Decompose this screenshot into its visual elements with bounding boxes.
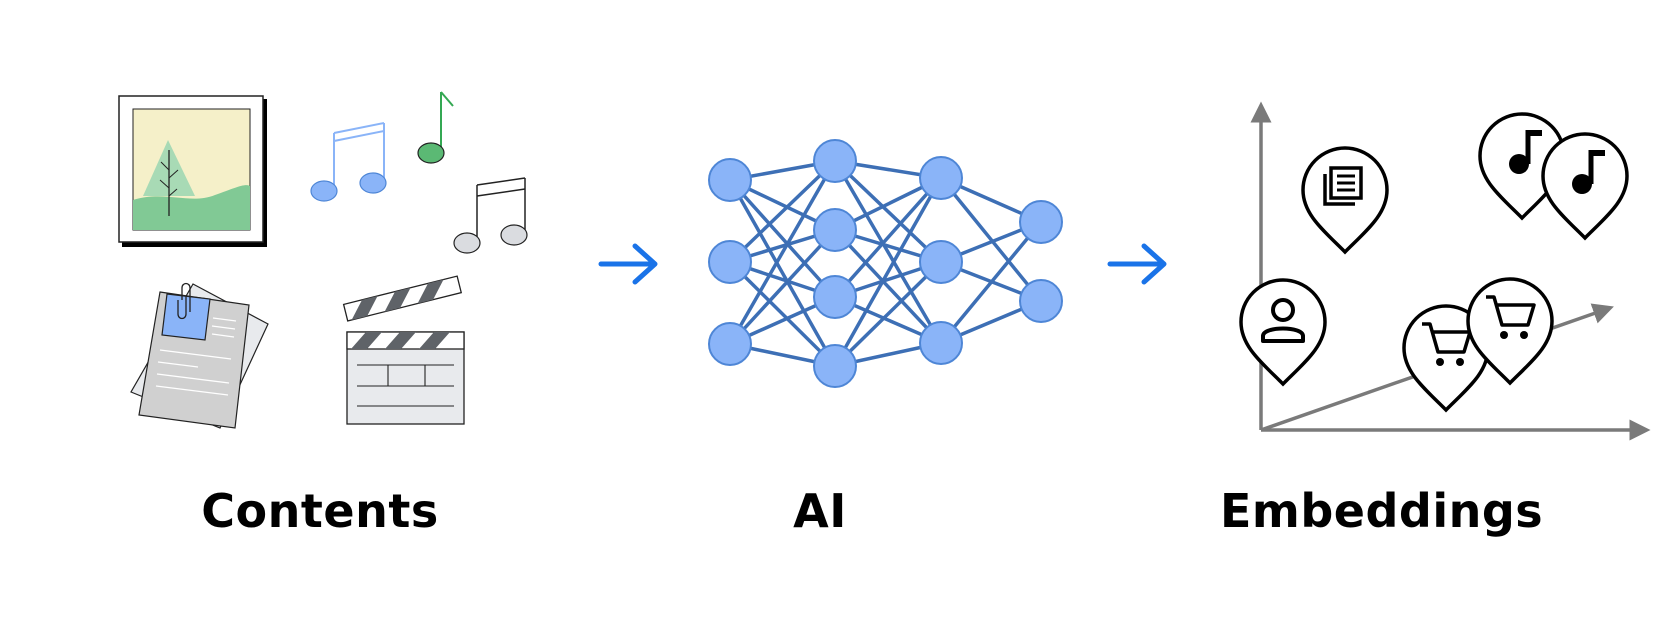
network-edge	[728, 178, 837, 299]
network-edge	[728, 160, 837, 345]
arrow-right-icon	[598, 243, 658, 285]
music-notes-icon	[310, 91, 528, 254]
network-node	[708, 240, 752, 284]
network-edge	[833, 160, 943, 344]
neural-network-icon	[708, 139, 1063, 388]
label-ai: AI	[793, 484, 847, 538]
location-pin-icon	[1541, 132, 1629, 240]
network-edge	[728, 159, 837, 264]
network-node	[708, 322, 752, 366]
music-note-icon	[1572, 150, 1605, 194]
arrow-right-icon	[1107, 243, 1167, 285]
clapperboard-icon	[342, 275, 465, 425]
network-node	[919, 240, 963, 284]
network-edge	[728, 260, 837, 368]
network-node	[919, 321, 963, 365]
photo-icon	[118, 95, 267, 247]
network-node	[813, 275, 857, 319]
embeddings-group	[1239, 101, 1651, 441]
network-node	[1019, 200, 1063, 244]
location-pin-icon	[1301, 146, 1389, 254]
network-node	[919, 156, 963, 200]
news-icon	[1323, 166, 1363, 206]
contents-group	[118, 91, 528, 429]
gray-note-pair	[453, 177, 528, 254]
network-edges	[728, 159, 1043, 368]
green-note	[417, 91, 454, 164]
network-node	[708, 158, 752, 202]
documents-icon	[130, 282, 269, 429]
network-node	[813, 139, 857, 183]
location-pin-icon	[1466, 277, 1554, 385]
network-edge	[833, 159, 943, 264]
network-node	[813, 208, 857, 252]
network-edge	[833, 176, 943, 299]
label-contents: Contents	[201, 484, 439, 538]
person-icon	[1261, 298, 1305, 343]
cart-icon	[1486, 295, 1536, 339]
network-edge	[833, 228, 943, 345]
network-edge	[939, 176, 1043, 303]
network-node	[813, 344, 857, 388]
network-edge	[833, 177, 943, 367]
blue-note-pair	[310, 122, 387, 202]
label-embeddings: Embeddings	[1220, 484, 1544, 538]
network-edge	[833, 260, 943, 368]
network-edge	[728, 228, 837, 346]
music-note-icon	[1509, 130, 1542, 174]
network-nodes	[708, 139, 1063, 388]
network-edge	[939, 220, 1043, 345]
location-pin-icon	[1402, 304, 1490, 412]
network-node	[1019, 279, 1063, 323]
network-edge	[728, 179, 837, 367]
location-pin-icon	[1239, 278, 1327, 386]
cart-icon	[1422, 322, 1472, 366]
location-pin-icon	[1478, 112, 1566, 220]
